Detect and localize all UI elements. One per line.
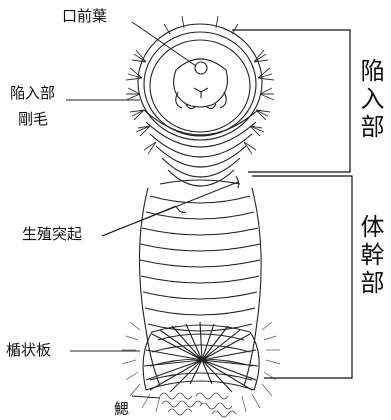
label-introvert-setae-line1: 陥入部 (10, 86, 55, 101)
label-gills: 鰓 (114, 402, 129, 417)
region-label-trunk: 体幹部 (358, 214, 382, 298)
region-label-introvert: 陥入部 (358, 58, 382, 142)
label-genital-processes: 生殖突起 (22, 227, 82, 242)
leader-genital-2 (102, 182, 238, 236)
leader-gills (132, 396, 160, 398)
introvert-head (138, 24, 262, 186)
label-introvert-setae-line2: 剛毛 (18, 112, 48, 127)
introvert-setae (126, 16, 274, 154)
caudal-shield (143, 322, 259, 392)
prostomium (174, 59, 228, 109)
bracket-trunk (252, 176, 352, 378)
trunk (139, 176, 261, 386)
label-shield: 楯状板 (6, 343, 51, 358)
gills (160, 393, 236, 417)
label-prostomium: 口前葉 (62, 9, 107, 24)
